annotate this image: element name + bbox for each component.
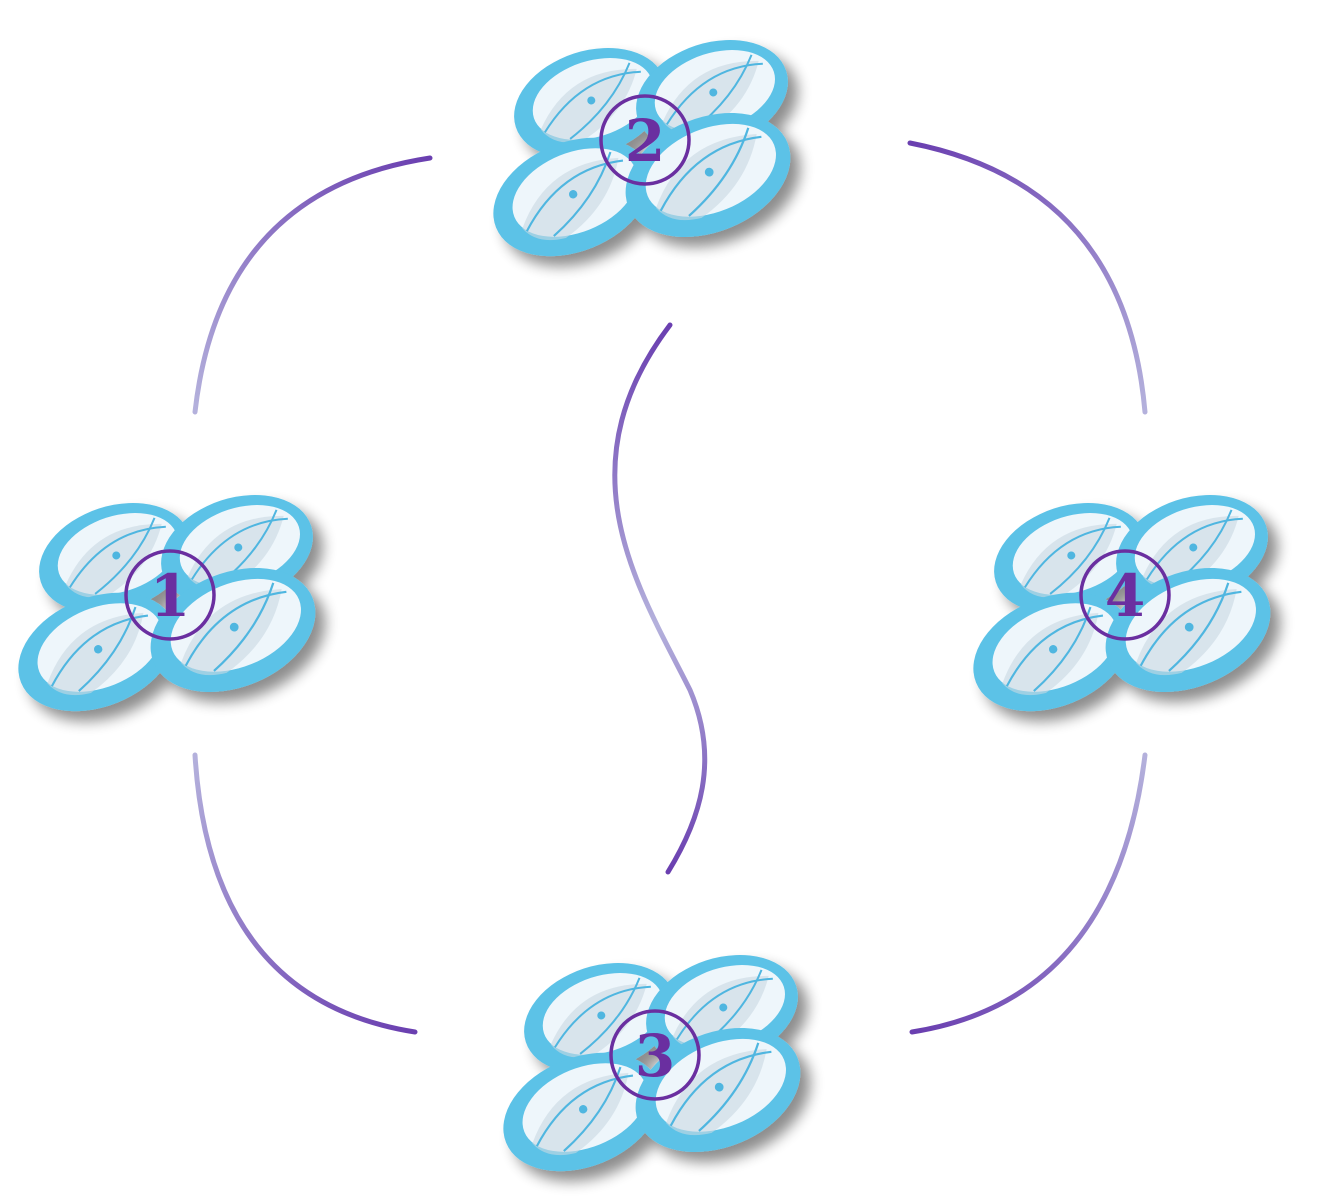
node-ring xyxy=(599,94,691,186)
node-label: 2 xyxy=(625,107,665,175)
node-ring xyxy=(124,549,216,641)
connector-1-3 xyxy=(192,752,418,1035)
node-label: 1 xyxy=(150,562,190,630)
node-4: 4 xyxy=(956,476,1289,733)
node-1: 1 xyxy=(1,476,334,733)
connector-2-4 xyxy=(907,140,1148,415)
node-ring xyxy=(1079,549,1171,641)
connector-2-3 xyxy=(612,322,708,875)
connector-1-2 xyxy=(192,155,433,415)
node-label: 3 xyxy=(635,1022,675,1090)
node-ring xyxy=(609,1009,701,1101)
node-label: 4 xyxy=(1105,562,1145,630)
node-2: 2 xyxy=(476,21,809,278)
node-3: 3 xyxy=(486,936,819,1193)
connector-4-3 xyxy=(909,752,1148,1035)
